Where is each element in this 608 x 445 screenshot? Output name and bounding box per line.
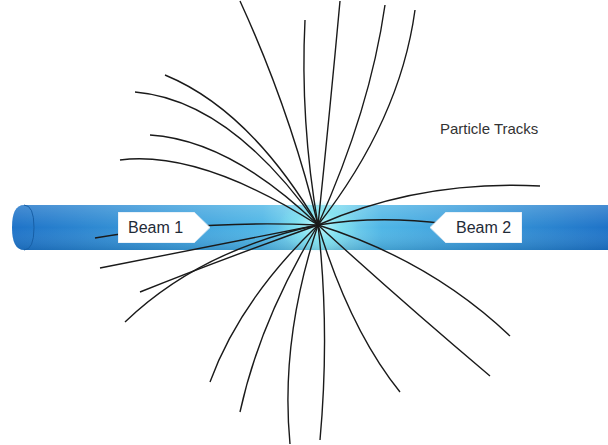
beam-label: Beam 2 (456, 220, 511, 236)
beam-arrow: Beam 2 (430, 212, 522, 243)
tracks-label: Particle Tracks (440, 120, 538, 137)
particle-tracks (95, 1, 540, 444)
beam-label: Beam 1 (128, 220, 183, 236)
beam-arrow: Beam 1 (118, 212, 210, 243)
